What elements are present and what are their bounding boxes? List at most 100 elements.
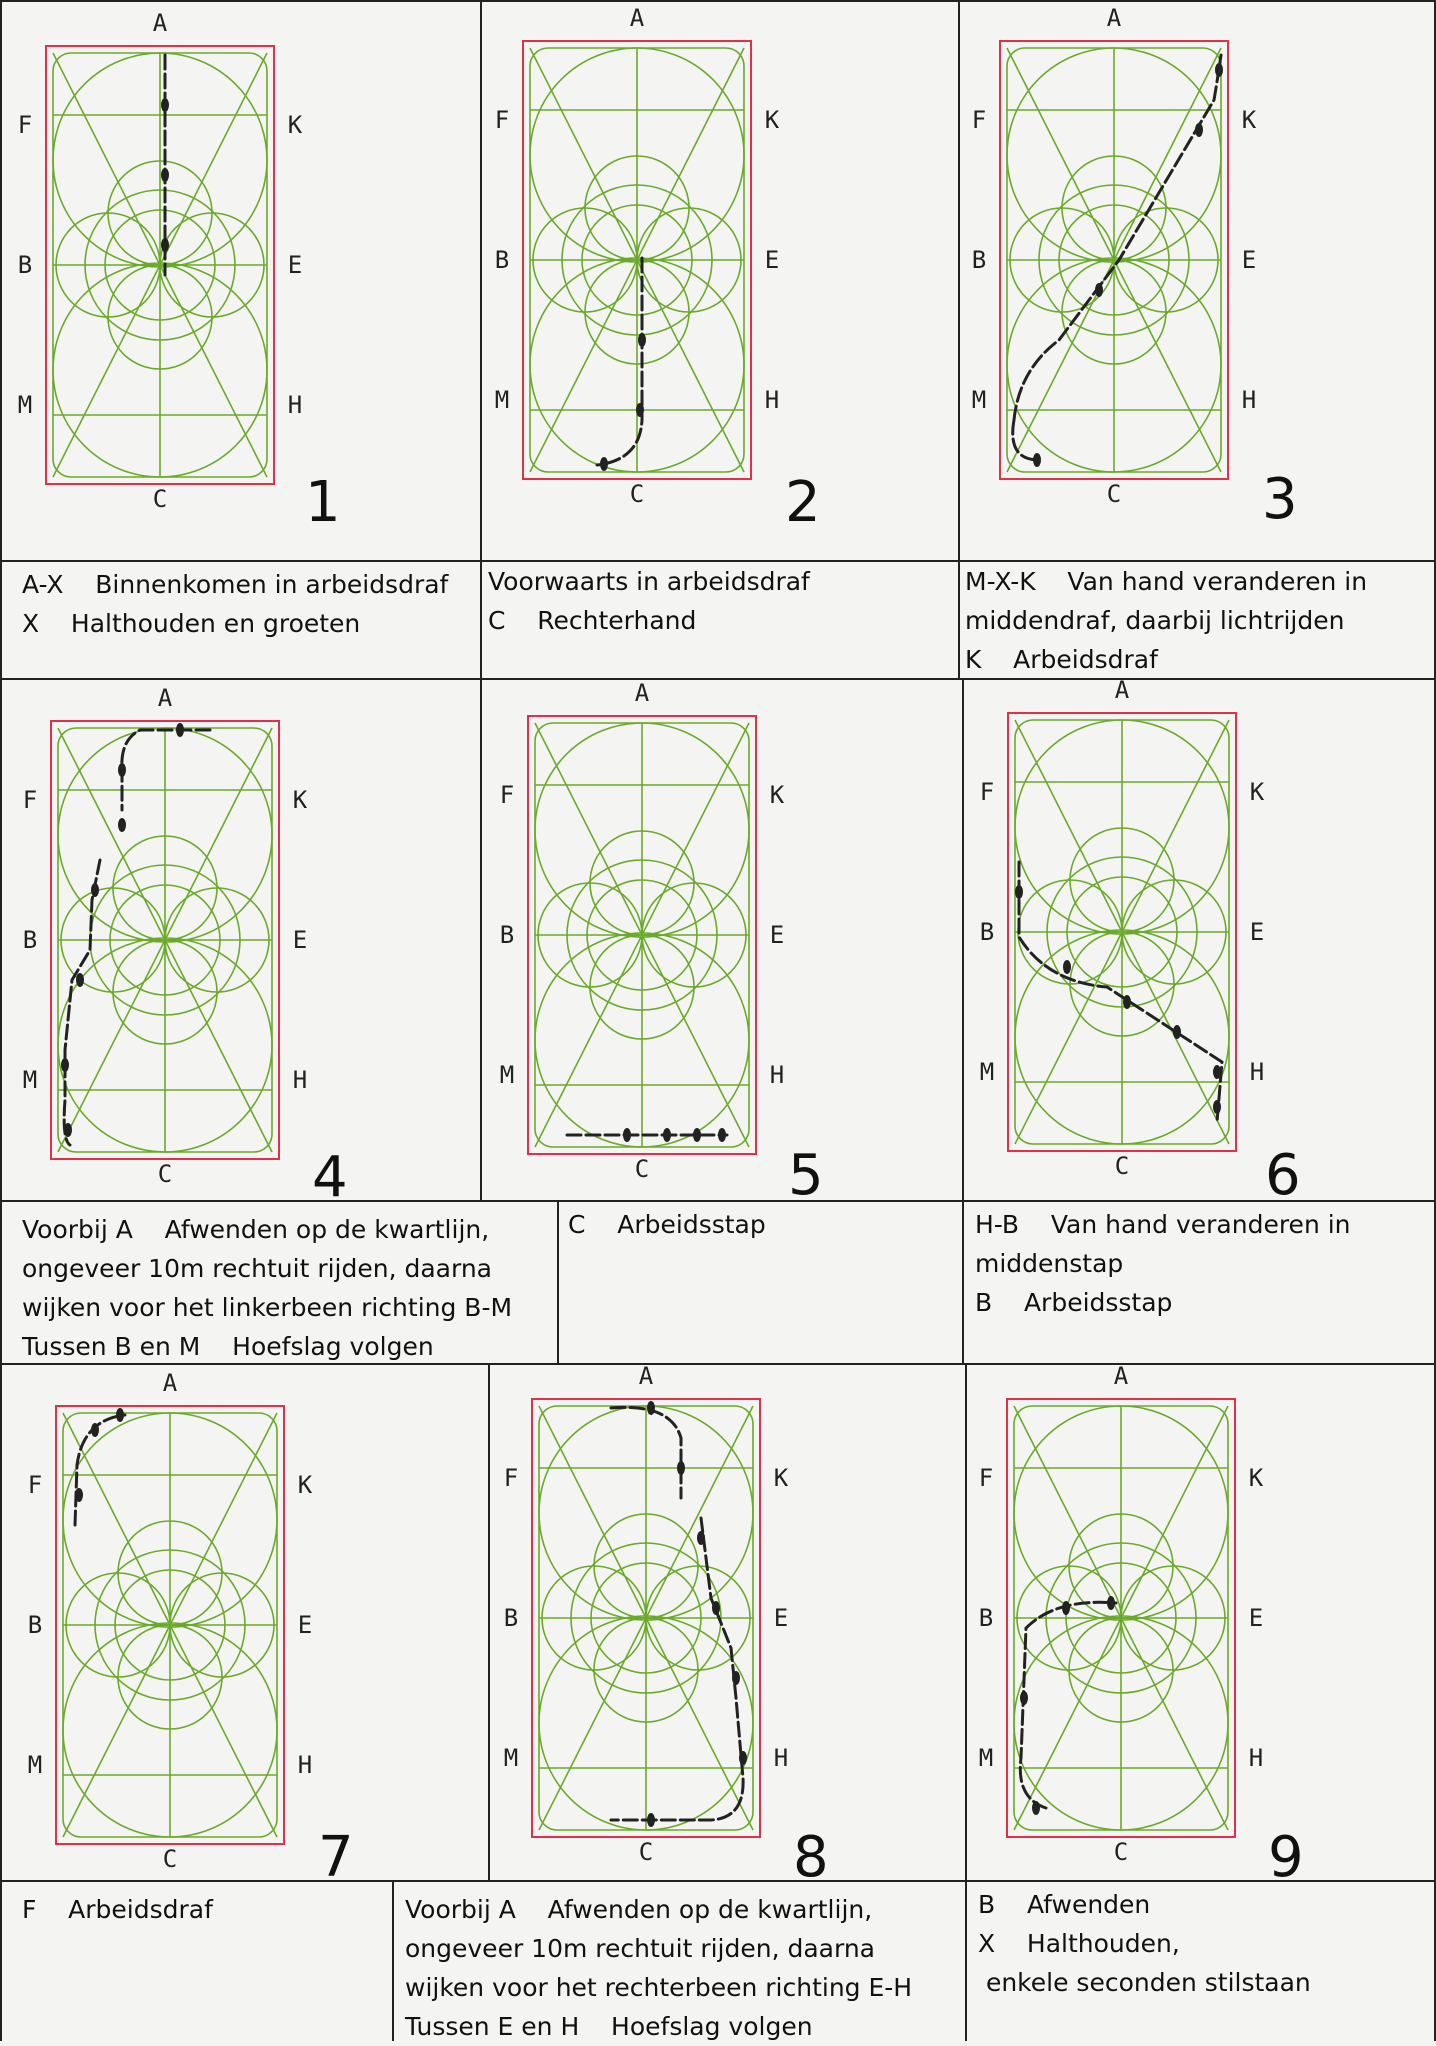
circle-mid — [1046, 856, 1198, 1008]
letter-E-8: E — [773, 1604, 789, 1632]
row-2-divider — [0, 1200, 1436, 1202]
letter-M-4: M — [22, 1066, 38, 1094]
path-arrow-4 — [1215, 63, 1223, 77]
arena-1 — [45, 45, 275, 485]
petal-bottom — [107, 264, 213, 370]
letter-M-9: M — [978, 1744, 994, 1772]
path-arrow-1 — [75, 1488, 83, 1502]
row-1-text-col-rule-2 — [958, 560, 960, 680]
figure-8-instruction-line-1: Voorbij A Afwenden op de kwartlijn, — [405, 1895, 873, 1924]
figure-4-instruction-line-1: Voorbij A Afwenden op de kwartlijn, — [22, 1215, 490, 1244]
figure-2-instruction-line-1: Voorwaarts in arbeidsdraf — [488, 567, 810, 596]
letter-F-8: F — [503, 1464, 519, 1492]
letter-F-9: F — [978, 1464, 994, 1492]
letter-M-2: M — [494, 386, 510, 414]
circle-centre — [1065, 1562, 1177, 1674]
circle-centre — [590, 1562, 702, 1674]
letter-K-7: K — [297, 1471, 313, 1499]
letter-M-7: M — [27, 1751, 43, 1779]
letter-F-6: F — [979, 778, 995, 806]
letter-H-9: H — [1248, 1744, 1264, 1772]
circle-mid — [561, 184, 713, 336]
row-2-image-col-rule-1 — [480, 680, 482, 1200]
path-arrow-5 — [732, 1671, 740, 1685]
letter-E-5: E — [769, 921, 785, 949]
letter-F-4: F — [22, 786, 38, 814]
circle-mid — [1038, 184, 1190, 336]
letter-H-2: H — [764, 386, 780, 414]
path-arrow-4 — [712, 1601, 720, 1615]
row-1-text-col-rule-1 — [480, 560, 482, 680]
letter-F-2: F — [494, 106, 510, 134]
letter-A-6: A — [1114, 676, 1130, 704]
path-arrow-3 — [1123, 995, 1131, 1009]
arena-border — [531, 1398, 761, 1838]
path-arrow-2 — [1020, 1691, 1028, 1705]
letter-H-1: H — [287, 391, 303, 419]
path-arrow-2 — [1095, 283, 1103, 297]
arena-7 — [55, 1405, 285, 1845]
letter-B-5: B — [499, 921, 515, 949]
figure-4-instruction-line-4: Tussen B en M Hoefslag volgen — [22, 1332, 434, 1361]
letter-E-4: E — [292, 926, 308, 954]
letter-E-7: E — [297, 1611, 313, 1639]
circle-mid — [94, 1549, 246, 1701]
letter-A-5: A — [634, 679, 650, 707]
row-3-text-col-rule-2 — [965, 1880, 967, 2041]
path-arrow-4 — [1107, 1596, 1115, 1610]
arena-6 — [1007, 712, 1237, 1152]
letter-A-7: A — [162, 1369, 178, 1397]
petal-bottom — [589, 934, 695, 1040]
letter-E-6: E — [1249, 918, 1265, 946]
letter-K-4: K — [292, 786, 308, 814]
path-arrow-3 — [600, 457, 608, 471]
letter-C-5: C — [634, 1155, 650, 1183]
letter-C-4: C — [157, 1160, 173, 1188]
letter-C-2: C — [629, 480, 645, 508]
arena-border — [527, 715, 757, 1155]
figure-number-6: 6 — [1265, 1143, 1301, 1208]
letter-K-1: K — [287, 111, 303, 139]
circle-mid — [1045, 1542, 1197, 1694]
arena-3 — [999, 40, 1229, 480]
letter-K-9: K — [1248, 1464, 1264, 1492]
letter-F-1: F — [17, 111, 33, 139]
letter-E-1: E — [287, 251, 303, 279]
letter-K-8: K — [773, 1464, 789, 1492]
arena-4 — [50, 720, 280, 1160]
circle-centre — [586, 879, 698, 991]
figure-1-instruction-line-1: A-X Binnenkomen in arbeidsdraf — [22, 570, 449, 599]
figure-8-instruction-line-3: wijken voor het rechterbeen richting E-H — [405, 1973, 913, 2002]
row-2-text-col-rule-1 — [557, 1200, 559, 1365]
path-arrow-3 — [697, 1531, 705, 1545]
row-3-divider — [0, 1880, 1436, 1882]
letter-H-7: H — [297, 1751, 313, 1779]
circle-centre — [1058, 204, 1170, 316]
petal-bottom — [1061, 259, 1167, 365]
letter-B-3: B — [971, 246, 987, 274]
path-arrow-2 — [663, 1128, 671, 1142]
letter-B-4: B — [22, 926, 38, 954]
petal-bottom — [1069, 931, 1175, 1037]
letter-B-6: B — [979, 918, 995, 946]
letter-A-2: A — [629, 4, 645, 32]
arena-border — [45, 45, 275, 485]
path-arrow-7 — [64, 1123, 72, 1137]
circle-centre — [104, 209, 216, 321]
arena-border — [522, 40, 752, 480]
figure-4-instruction-line-3: wijken voor het linkerbeen richting B-M — [22, 1293, 513, 1322]
figure-1-instruction-line-2: X Halthouden en groeten — [22, 609, 361, 638]
row-1-image-col-rule-2 — [958, 0, 960, 560]
letter-C-3: C — [1106, 480, 1122, 508]
letter-B-8: B — [503, 1604, 519, 1632]
letter-B-1: B — [17, 251, 33, 279]
path-arrow-3 — [1195, 123, 1203, 137]
arena-border — [55, 1405, 285, 1845]
figure-6-instruction-line-2: middenstap — [975, 1249, 1124, 1278]
letter-M-8: M — [503, 1744, 519, 1772]
letter-B-7: B — [27, 1611, 43, 1639]
figure-3-instruction-line-1: M-X-K Van hand veranderen in — [965, 567, 1368, 596]
top-rule — [0, 0, 1436, 2]
path-arrow-2 — [636, 403, 644, 417]
path-arrow-3 — [693, 1128, 701, 1142]
